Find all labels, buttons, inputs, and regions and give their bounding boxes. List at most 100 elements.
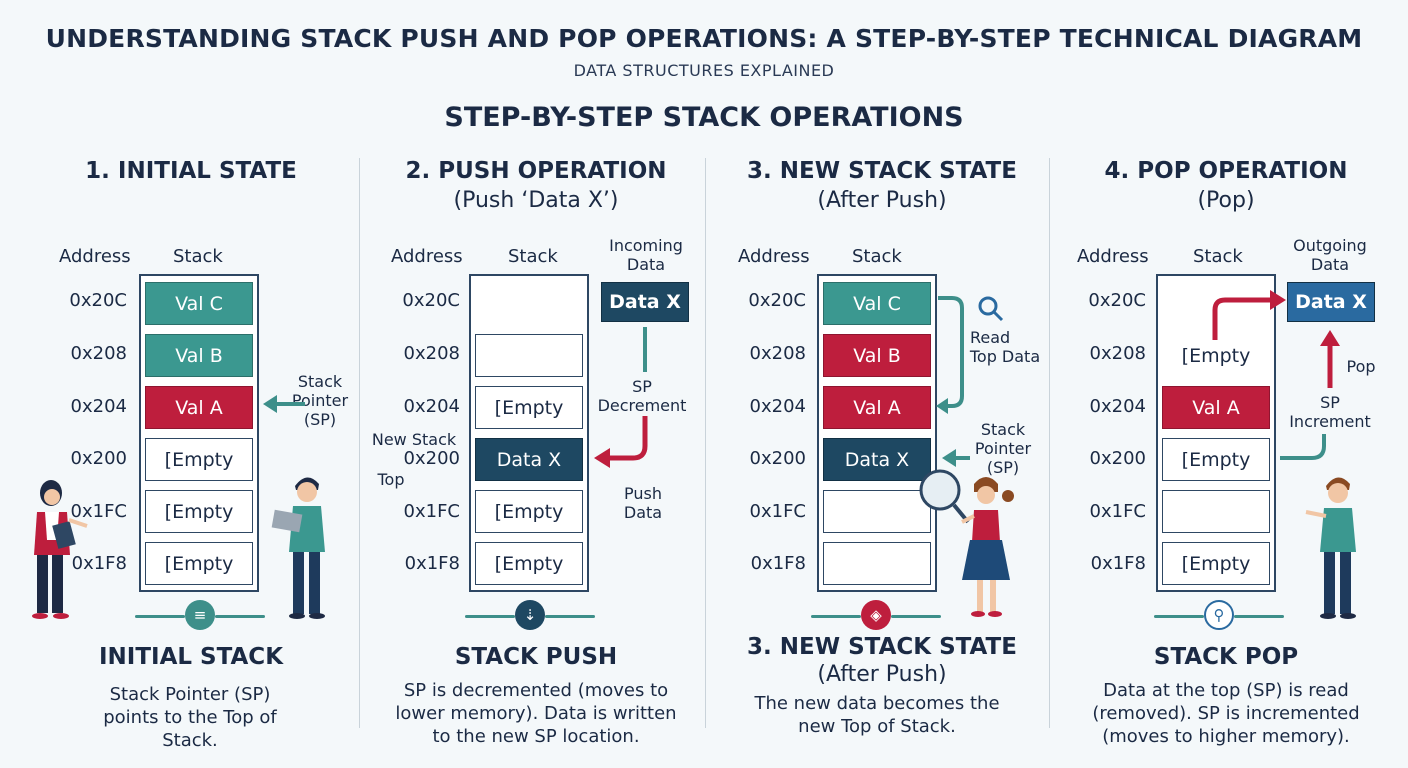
panel-description: SP is decremented (moves to lower memory… [395, 680, 677, 747]
stack-cell [1162, 490, 1270, 533]
page-subtitle: DATA STRUCTURES EXPLAINED [573, 61, 835, 80]
address-label: 0x1FC [70, 501, 127, 522]
address-label: 0x1FC [403, 501, 460, 522]
address-label: 0x1FC [749, 501, 806, 522]
panel2-arrows [594, 327, 648, 468]
stack-cell: Val A [823, 386, 931, 429]
pop-data-arrow-head [1270, 290, 1286, 310]
read-top-data-arrow-head [936, 398, 948, 414]
label-line: Top Data [969, 347, 1041, 366]
stack-cell: Data X [475, 438, 583, 481]
stack-cell [475, 334, 583, 377]
label-line: Data [1310, 255, 1350, 274]
person-girl-icon [919, 469, 1014, 617]
sp-increment-label: SP Increment [1282, 393, 1378, 431]
new-stack-top-label: Top [366, 470, 416, 489]
sp-increment-arrow [1280, 434, 1326, 460]
stack-cell: [Empty [475, 542, 583, 585]
label-line: Pointer [291, 391, 349, 410]
outgoing-data-label: Outgoing Data [1282, 236, 1378, 274]
panel-caption-subtitle: (After Push) [817, 662, 947, 687]
stack-frame: Val C Val B Val A Data X [817, 274, 937, 592]
address-column-header: Address [391, 246, 463, 267]
sp-decrement-label: SP Decrement [592, 377, 692, 415]
database-icon: ≡ [185, 600, 215, 630]
page-title: UNDERSTANDING STACK PUSH AND POP OPERATI… [45, 24, 1363, 53]
label-line: (SP) [986, 458, 1020, 477]
address-label: 0x200 [403, 448, 460, 469]
stack-column-header: Stack [852, 246, 902, 267]
person-man-icon [271, 477, 325, 619]
read-top-data-label: Read Top Data [960, 328, 1050, 366]
stack-cell [475, 282, 583, 325]
pop-label: Pop [1346, 357, 1376, 376]
panel-divider [705, 158, 706, 728]
label-line: Top [377, 470, 405, 489]
person-woman-icon [32, 480, 88, 619]
address-label: 0x200 [1089, 448, 1146, 469]
panel-description: Data at the top (SP) is read (removed). … [1092, 680, 1360, 747]
incoming-data-label: Incoming Data [596, 236, 696, 274]
stack-cell: Data X [823, 438, 931, 481]
panel1-arrows [32, 395, 325, 619]
push-data-label: Push Data [610, 484, 676, 522]
address-label: 0x1F8 [71, 553, 127, 574]
stack-column-header: Stack [173, 246, 223, 267]
panel3-arrows [919, 296, 1014, 617]
panel-caption: INITIAL STACK [98, 644, 284, 670]
panel-divider [359, 158, 360, 728]
address-label: 0x1F8 [404, 553, 460, 574]
layers-icon: ◈ [861, 600, 891, 630]
address-label: 0x20C [402, 290, 460, 311]
address-label: 0x200 [749, 448, 806, 469]
panel-caption: STACK PUSH [454, 644, 618, 670]
panel-caption: STACK POP [1153, 644, 1299, 670]
label-line: Push [624, 484, 662, 503]
panel-heading: 2. PUSH OPERATION [405, 158, 667, 184]
panel-subheading: (Push ‘Data X’) [453, 188, 619, 213]
panel-push-operation: 2. PUSH OPERATION (Push ‘Data X’) Addres… [360, 0, 712, 768]
stack-cell: Val B [823, 334, 931, 377]
stack-cell: [Empty [1162, 542, 1270, 585]
section-title: STEP-BY-STEP STACK OPERATIONS [444, 102, 964, 133]
stack-column-header: Stack [508, 246, 558, 267]
search-icon [978, 296, 1004, 322]
address-label: 0x1FC [1089, 501, 1146, 522]
address-label: 0x20C [748, 290, 806, 311]
label-line: (SP) [303, 410, 337, 429]
stack-cell: Val C [823, 282, 931, 325]
caption-rule [811, 615, 861, 618]
stack-pointer-arrow-head [942, 449, 956, 467]
stack-cell: [Empty [1162, 438, 1270, 481]
stack-cell: [Empty [145, 438, 253, 481]
panel-description: The new data becomes the new Top of Stac… [754, 693, 1000, 737]
address-column-header: Address [738, 246, 810, 267]
push-data-arrow [608, 416, 648, 461]
caption-rule [1234, 615, 1284, 618]
stack-cell [823, 490, 931, 533]
address-column-header: Address [59, 246, 131, 267]
outgoing-data-chip: Data X [1287, 282, 1375, 322]
stack-cell: Val A [1162, 386, 1270, 429]
stack-cell: Val A [145, 386, 253, 429]
stack-cell: [Empty [145, 490, 253, 533]
label-line: Pointer [974, 439, 1032, 458]
pop-data-arrow [1212, 297, 1272, 340]
stack-frame: [Empty Data X [Empty [Empty [469, 274, 589, 592]
panel4-arrows [1212, 290, 1356, 619]
label-line: Data [626, 255, 666, 274]
caption-rule [1154, 615, 1204, 618]
push-icon: ⇣ [515, 600, 545, 630]
pop-search-icon: ⚲ [1204, 600, 1234, 630]
address-label: 0x208 [749, 343, 806, 364]
address-column-header: Address [1077, 246, 1149, 267]
new-stack-top-label: New Stack [366, 430, 462, 449]
label-line: Stack [980, 420, 1026, 439]
panel-divider [1049, 158, 1050, 728]
address-label: 0x204 [749, 396, 806, 417]
address-label: 0x204 [70, 396, 127, 417]
stack-cell: [Empty [475, 490, 583, 533]
push-data-arrow-head [594, 448, 610, 468]
stack-cell: [Empty [1162, 334, 1270, 377]
panel-heading: 1. INITIAL STATE [85, 158, 297, 184]
